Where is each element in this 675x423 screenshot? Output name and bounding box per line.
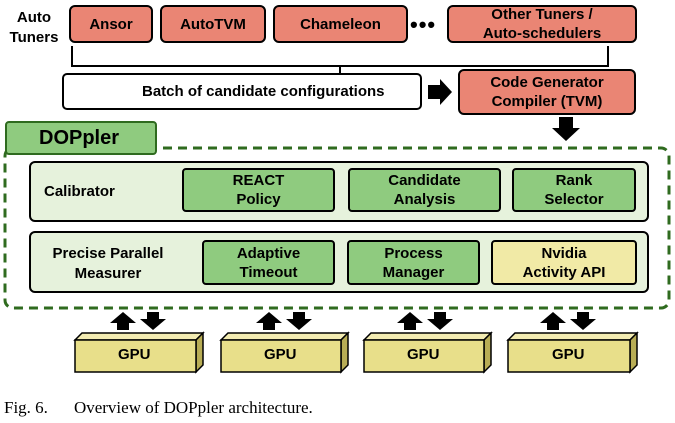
arrow-right xyxy=(428,79,452,105)
gpu-label: GPU xyxy=(118,346,151,363)
tuner-other: Other Tuners / Auto-schedulers xyxy=(447,5,637,43)
batch-box xyxy=(62,73,422,110)
tuner-ellipsis: ••• xyxy=(410,12,437,37)
nvidia-activity-api-module: Nvidia Activity API xyxy=(491,240,637,285)
gpu-label: GPU xyxy=(552,346,585,363)
rank-selector-module: Rank Selector xyxy=(512,168,636,212)
gpu-arrows xyxy=(110,312,596,330)
gpu-boxes xyxy=(73,331,639,374)
doppler-frame xyxy=(3,146,671,310)
doppler-title: DOPpler xyxy=(5,121,157,155)
process-manager-module: Process Manager xyxy=(347,240,480,285)
gpu-label: GPU xyxy=(264,346,297,363)
tuner-ansor: Ansor xyxy=(69,5,153,43)
tuner-group-bracket xyxy=(71,59,609,67)
batch-label: Batch of candidate configurations xyxy=(142,83,385,100)
auto-tuners-label: Auto Tuners xyxy=(9,9,59,46)
measurer-label: Precise Parallel Measurer xyxy=(52,245,164,282)
tuner-chameleon: Chameleon xyxy=(273,5,408,43)
figure-caption: Fig. 6. Overview of DOPpler architecture. xyxy=(4,398,313,418)
candidate-analysis-module: Candidate Analysis xyxy=(348,168,501,212)
arrow-down xyxy=(552,117,580,141)
tuner-autotvm: AutoTVM xyxy=(160,5,266,43)
caption-text: Overview of DOPpler architecture. xyxy=(73,398,313,417)
adaptive-timeout-module: Adaptive Timeout xyxy=(202,240,335,285)
caption-fig-number: Fig. 6. xyxy=(4,398,48,417)
gpu-label: GPU xyxy=(407,346,440,363)
react-policy-module: REACT Policy xyxy=(182,168,335,212)
calibrator-label: Calibrator xyxy=(44,183,115,200)
code-generator-box: Code Generator Compiler (TVM) xyxy=(458,69,636,115)
